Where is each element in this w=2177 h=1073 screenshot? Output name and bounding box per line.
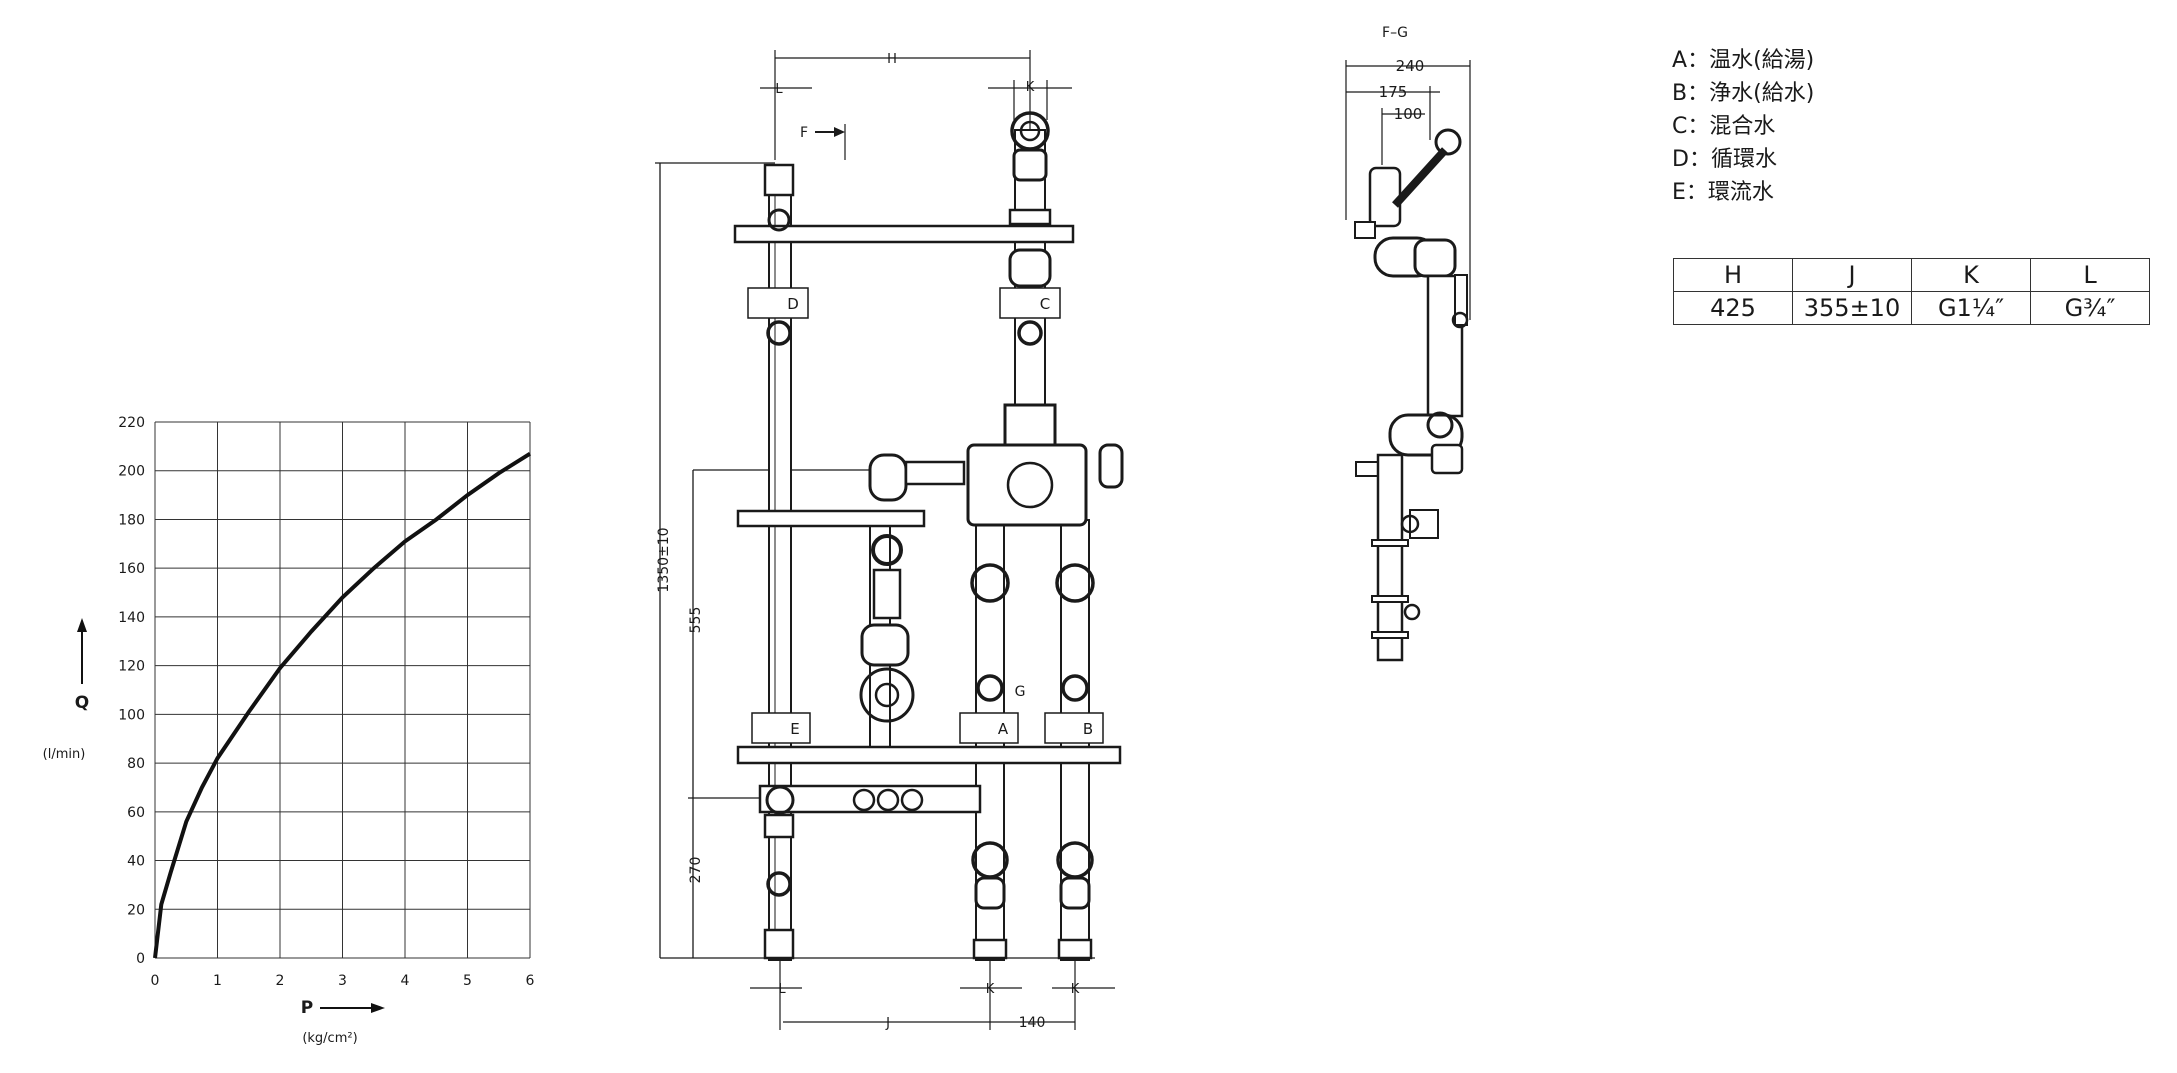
chart-y-tick-label: 20 bbox=[127, 902, 145, 918]
side-view-title: F–G bbox=[1382, 25, 1408, 41]
dimension-spec-table: H J K L 425 355±10 G1¼″ G¾″ bbox=[1673, 258, 2150, 325]
port-tag-b: B bbox=[1083, 720, 1093, 738]
dim-mid-height: 555 bbox=[688, 607, 704, 634]
legend-label: 環流水 bbox=[1707, 180, 1774, 205]
chart-y-tick-label: 60 bbox=[127, 805, 145, 821]
chart-y-tick-label: 220 bbox=[118, 415, 145, 431]
port-tag-e: E bbox=[790, 720, 799, 738]
legend-item-d: D：循環水 bbox=[1672, 147, 1777, 172]
chart-y-tick-label: 200 bbox=[118, 464, 145, 480]
chart-x-tick-label: 1 bbox=[213, 973, 222, 989]
chart-x-tick-label: 3 bbox=[338, 973, 347, 989]
spec-value-l: G¾″ bbox=[2030, 291, 2150, 325]
chart-y-tick-label: 0 bbox=[136, 951, 145, 967]
legend-item-c: C：混合水 bbox=[1672, 114, 1776, 139]
legend-key: B bbox=[1672, 81, 1688, 106]
dim-low-height: 270 bbox=[688, 857, 704, 884]
chart-y-tick-label: 80 bbox=[127, 756, 145, 772]
chart-y-tick-label: 160 bbox=[118, 561, 145, 577]
chart-x-tick-label: 5 bbox=[463, 973, 472, 989]
side-dim-175: 175 bbox=[1379, 83, 1408, 101]
chart-x-tick-label: 2 bbox=[276, 973, 285, 989]
spec-header-k: K bbox=[1911, 258, 2031, 292]
section-label-f: F bbox=[800, 125, 808, 141]
chart-y-tick-label: 140 bbox=[118, 610, 145, 626]
legend-label: 循環水 bbox=[1710, 147, 1777, 172]
legend-key: C bbox=[1672, 114, 1688, 139]
legend-key: A bbox=[1672, 48, 1688, 73]
dim-total-height: 1350±10 bbox=[656, 527, 672, 592]
legend-key: D bbox=[1672, 147, 1689, 172]
chart-y-tick-label: 100 bbox=[118, 707, 145, 723]
side-dim-100: 100 bbox=[1394, 105, 1423, 123]
chart-x-tick-label: 6 bbox=[526, 973, 535, 989]
dim-label-l-bottom: L bbox=[778, 982, 786, 997]
legend-label: 温水(給湯) bbox=[1709, 48, 1815, 73]
spec-value-h: 425 bbox=[1673, 291, 1793, 325]
spec-header-h: H bbox=[1673, 258, 1793, 292]
chart-y-arrowhead bbox=[77, 618, 87, 632]
legend-item-e: E：環流水 bbox=[1672, 180, 1774, 205]
dim-label-k2: K bbox=[1071, 982, 1080, 997]
spec-header-row: H J K L bbox=[1673, 258, 2150, 292]
dim-label-j: J bbox=[885, 1016, 890, 1031]
dim-spacing: 140 bbox=[1019, 1015, 1046, 1031]
port-tag-d: D bbox=[787, 295, 799, 313]
port-legend: A：温水(給湯) B：浄水(給水) C：混合水 D：循環水 E：環流水 bbox=[1672, 44, 1814, 209]
legend-item-b: B：浄水(給水) bbox=[1672, 81, 1815, 106]
section-label-g: G bbox=[1015, 684, 1026, 700]
spec-value-row: 425 355±10 G1¼″ G¾″ bbox=[1673, 291, 2150, 325]
port-tag-a: A bbox=[998, 720, 1009, 738]
chart-x-unit: (kg/cm²) bbox=[302, 1031, 357, 1046]
chart-y-tick-label: 40 bbox=[127, 854, 145, 870]
spec-header-l: L bbox=[2030, 258, 2150, 292]
chart-y-unit: (l/min) bbox=[43, 747, 86, 762]
chart-y-tick-label: 120 bbox=[118, 659, 145, 675]
dim-label-h: H bbox=[887, 52, 897, 67]
legend-key: E bbox=[1672, 180, 1686, 205]
spec-value-j: 355±10 bbox=[1792, 291, 1912, 325]
chart-x-tick-label: 0 bbox=[151, 973, 160, 989]
spec-value-k: G1¼″ bbox=[1911, 291, 2031, 325]
dim-label-k1: K bbox=[986, 982, 995, 997]
chart-x-tick-label: 4 bbox=[401, 973, 410, 989]
port-tag-c: C bbox=[1040, 295, 1050, 313]
f-arrowhead bbox=[834, 127, 845, 137]
legend-label: 混合水 bbox=[1709, 114, 1776, 139]
chart-x-arrowhead bbox=[371, 1003, 385, 1013]
legend-label: 浄水(給水) bbox=[1709, 81, 1815, 106]
side-view-drawing: F–G 240 175 100 bbox=[1345, 25, 1471, 662]
dim-label-k-top: K bbox=[1026, 80, 1035, 95]
chart-x-label: P bbox=[301, 998, 313, 1018]
dim-label-l-top: L bbox=[775, 82, 783, 97]
chart-grid bbox=[154, 421, 531, 959]
chart-y-label: Q bbox=[75, 693, 89, 713]
legend-item-a: A：温水(給湯) bbox=[1672, 48, 1815, 73]
side-dim-240: 240 bbox=[1396, 57, 1425, 75]
front-view-drawing: H K L F G 1350±10 555 270 D C E A B L K … bbox=[655, 50, 1124, 1031]
chart-series-curve bbox=[153, 452, 532, 959]
chart-y-tick-label: 180 bbox=[118, 512, 145, 528]
spec-header-j: J bbox=[1792, 258, 1912, 292]
